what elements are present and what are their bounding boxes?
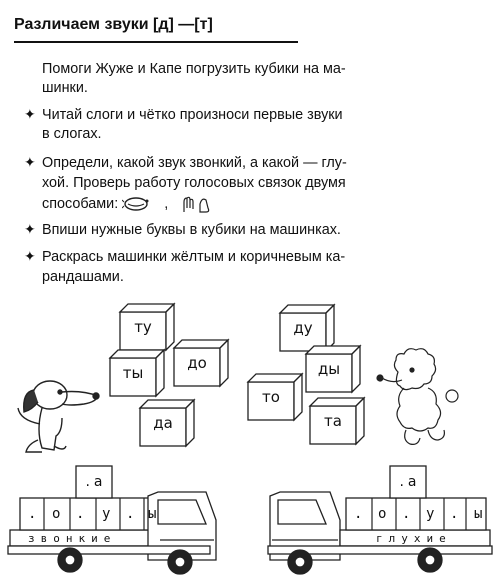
cube-label: то	[262, 388, 280, 406]
cube-label: до	[187, 354, 207, 372]
truck-letter: .	[76, 506, 85, 522]
bullet-4-line-2: рандашами.	[42, 269, 124, 285]
truck-letter: у	[426, 506, 435, 522]
bullet-icon: ✦	[24, 248, 36, 264]
bullet-4-line-1: Раскрась машинки жёлтым и коричневым ка-	[42, 249, 346, 265]
truck-letter: о	[52, 506, 61, 522]
truck-right-top-cell: .а	[390, 474, 426, 490]
comma-separator: ,	[164, 195, 169, 212]
truck-letter: о	[378, 506, 387, 522]
truck-letter: .	[402, 506, 411, 522]
truck-letter: ы	[148, 506, 157, 522]
cube-label: ты	[122, 364, 144, 382]
truck-left-top-cell: .а	[76, 474, 112, 490]
cube-label: да	[153, 414, 173, 432]
truck-letter: .	[28, 506, 37, 522]
intro-line-2: шинки.	[42, 80, 88, 96]
dot: .	[354, 506, 363, 522]
truck-letter: .	[450, 506, 459, 522]
cube-label: ду	[293, 319, 313, 337]
bullet-1-line-2: в слогах.	[42, 126, 102, 142]
bullet-3-line-1: Впиши нужные буквы в кубики на машинках.	[42, 222, 341, 238]
bullet-icon: ✦	[24, 154, 36, 170]
mouth-icon	[122, 197, 149, 211]
cube-label: ды	[317, 360, 341, 378]
dot: .	[399, 474, 404, 490]
truck-left-caption: звонкие	[28, 532, 117, 545]
bullet-icon: ✦	[24, 106, 36, 122]
intro-line-1: Помоги Жуже и Капе погрузить кубики на м…	[42, 61, 346, 77]
page-title: Различаем звуки [д] —[т]	[14, 16, 213, 33]
bullet-2-line-1: Определи, какой звук звонкий, а какой — …	[42, 155, 347, 171]
truck-right	[267, 465, 493, 575]
truck-letter: у	[102, 506, 111, 522]
truck-left	[7, 465, 217, 575]
truck-letter: ы	[474, 506, 483, 522]
bullet-1-line-1: Читай слоги и чётко произноси первые зву…	[42, 107, 343, 123]
cube-label: ту	[134, 318, 152, 336]
bullet-2-line-3: способами:	[42, 195, 119, 212]
truck-left-top-letter: а	[93, 474, 103, 490]
truck-letter: .	[126, 506, 135, 522]
truck-right-top-letter: а	[407, 474, 417, 490]
dog-illustration	[17, 380, 100, 453]
dot: .	[85, 474, 90, 490]
cube-label: та	[324, 412, 342, 430]
hand-on-throat-icon	[183, 196, 210, 213]
bullet-2-line-3-wrap: способами: ,	[42, 194, 216, 214]
bullet-2-line-2: хой. Проверь работу голосовых связок дву…	[42, 175, 346, 191]
truck-right-caption: глухие	[376, 532, 452, 545]
title-underline	[14, 41, 298, 43]
bullet-icon: ✦	[24, 221, 36, 237]
poodle-illustration	[376, 348, 459, 445]
